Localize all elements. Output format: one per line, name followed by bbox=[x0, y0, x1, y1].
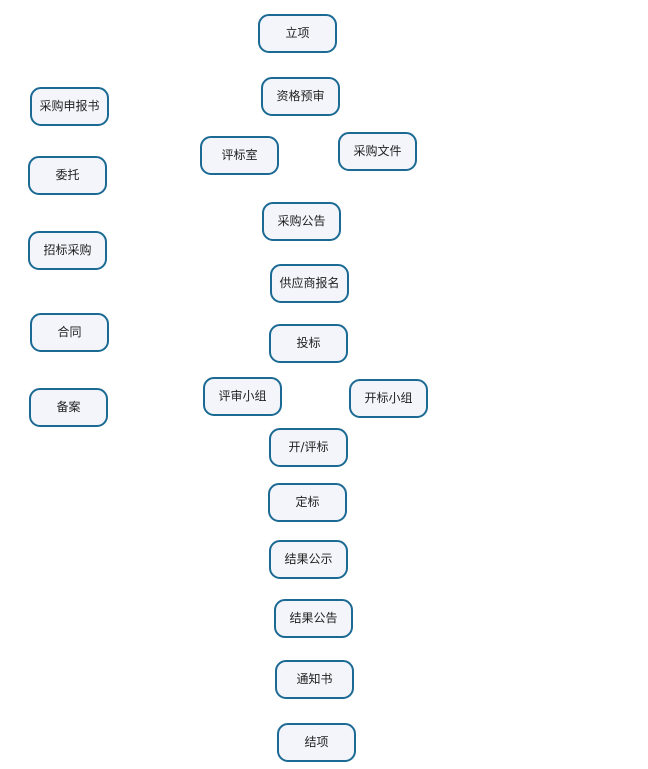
node-caigou-shenbaoshu: 采购申报书 bbox=[30, 87, 109, 126]
node-kai-pingbiao: 开/评标 bbox=[269, 428, 348, 467]
node-pingbiaoshi: 评标室 bbox=[200, 136, 279, 175]
node-dingbiao: 定标 bbox=[268, 483, 347, 522]
node-weituo: 委托 bbox=[28, 156, 107, 195]
node-zhaobiao-caigou: 招标采购 bbox=[28, 231, 107, 270]
node-hetong: 合同 bbox=[30, 313, 109, 352]
node-beian: 备案 bbox=[29, 388, 108, 427]
node-tongzhishu: 通知书 bbox=[275, 660, 354, 699]
node-jieguo-gongshi: 结果公示 bbox=[269, 540, 348, 579]
node-jiexiang: 结项 bbox=[277, 723, 356, 762]
node-kaibiao-xiaozu: 开标小组 bbox=[349, 379, 428, 418]
node-toubiao: 投标 bbox=[269, 324, 348, 363]
node-zige-yushen: 资格预审 bbox=[261, 77, 340, 116]
node-caigou-gonggao: 采购公告 bbox=[262, 202, 341, 241]
node-gongyingshang-baoming: 供应商报名 bbox=[270, 264, 349, 303]
node-pingshen-xiaozu: 评审小组 bbox=[203, 377, 282, 416]
node-lixiang: 立项 bbox=[258, 14, 337, 53]
node-caigou-wenjian: 采购文件 bbox=[338, 132, 417, 171]
node-jieguo-gonggao: 结果公告 bbox=[274, 599, 353, 638]
